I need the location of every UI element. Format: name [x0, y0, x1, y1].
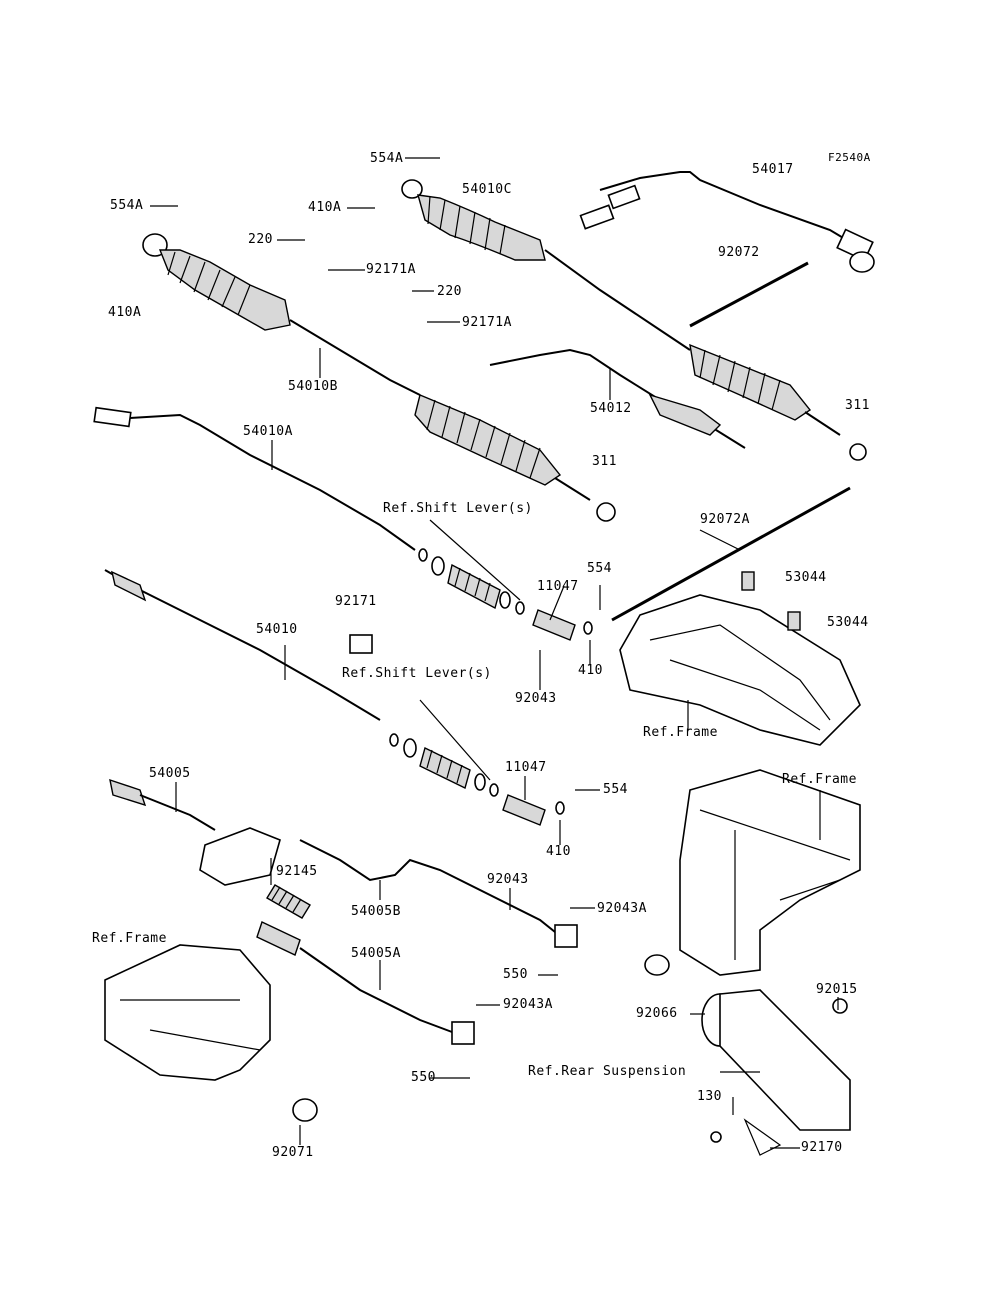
label-54005: 54005	[149, 766, 191, 781]
label-92043A-b: 92043A	[503, 997, 553, 1012]
cable-54017	[579, 171, 875, 273]
label-554-a: 554	[587, 561, 612, 576]
label-92015: 92015	[816, 982, 858, 997]
rear-suspension	[701, 989, 851, 1156]
ref-shift-lever-label-2: Ref.Shift Lever(s)	[342, 666, 492, 681]
label-54012: 54012	[590, 401, 632, 416]
label-92072A: 92072A	[700, 512, 750, 527]
label-311-a: 311	[845, 398, 870, 413]
label-410-a: 410	[578, 663, 603, 678]
shift-lever-parts-1	[418, 548, 593, 641]
label-54010: 54010	[256, 622, 298, 637]
label-220-a: 220	[248, 232, 273, 247]
label-92071: 92071	[272, 1145, 314, 1160]
frame-lower-left	[104, 944, 318, 1122]
cable-54005A	[256, 921, 475, 1045]
figure-code: F2540A	[828, 151, 871, 164]
cable-54010A	[93, 406, 416, 551]
ref-shift-lever-label-1: Ref.Shift Lever(s)	[383, 501, 533, 516]
ref-frame-label-1: Ref.Frame	[643, 725, 718, 740]
label-92171: 92171	[335, 594, 377, 609]
label-54017: 54017	[752, 162, 794, 177]
label-11047-b: 11047	[505, 760, 547, 775]
cable-54012	[489, 348, 746, 449]
label-54010A: 54010A	[243, 424, 293, 439]
label-54005A: 54005A	[351, 946, 401, 961]
cable-54010C	[401, 179, 867, 461]
label-92171A-b: 92171A	[462, 315, 512, 330]
label-54005B: 54005B	[351, 904, 401, 919]
label-410-b: 410	[546, 844, 571, 859]
label-92145: 92145	[276, 864, 318, 879]
label-92072: 92072	[718, 245, 760, 260]
label-550-b: 550	[411, 1070, 436, 1085]
label-92170: 92170	[801, 1140, 843, 1155]
spring-92145	[266, 884, 311, 919]
label-550-a: 550	[503, 967, 528, 982]
cable-54005	[109, 778, 281, 886]
label-11047-a: 11047	[537, 579, 579, 594]
label-554A-left: 554A	[110, 198, 144, 213]
ref-frame-label-2: Ref.Frame	[782, 772, 857, 787]
label-410A-top: 410A	[308, 200, 342, 215]
label-92043-a: 92043	[515, 691, 557, 706]
label-92043A-a: 92043A	[597, 901, 647, 916]
rod-92072A	[611, 486, 851, 622]
clamp-92171	[349, 634, 373, 654]
label-53044-a: 53044	[785, 570, 827, 585]
leader-lines	[150, 157, 839, 1149]
label-92171A-a: 92171A	[366, 262, 416, 277]
ref-rear-suspension-label: Ref.Rear Suspension	[528, 1064, 687, 1079]
label-554-b: 554	[603, 782, 628, 797]
label-53044-b: 53044	[827, 615, 869, 630]
label-54010B: 54010B	[288, 379, 338, 394]
cable-54005B	[299, 839, 578, 948]
label-410A-left: 410A	[108, 305, 142, 320]
ref-frame-label-3: Ref.Frame	[92, 931, 167, 946]
label-220-b: 220	[437, 284, 462, 299]
label-92043-b: 92043	[487, 872, 529, 887]
label-54010C: 54010C	[462, 182, 512, 197]
label-130: 130	[697, 1089, 722, 1104]
frame-upper	[619, 571, 861, 746]
label-92066: 92066	[636, 1006, 678, 1021]
label-311-b: 311	[592, 454, 617, 469]
label-554A-top: 554A	[370, 151, 404, 166]
cable-54010	[104, 569, 381, 721]
rod-92072	[689, 261, 809, 328]
frame-lower-right	[644, 769, 861, 976]
cable-54010B	[142, 233, 616, 522]
shift-lever-parts-2	[389, 733, 565, 826]
